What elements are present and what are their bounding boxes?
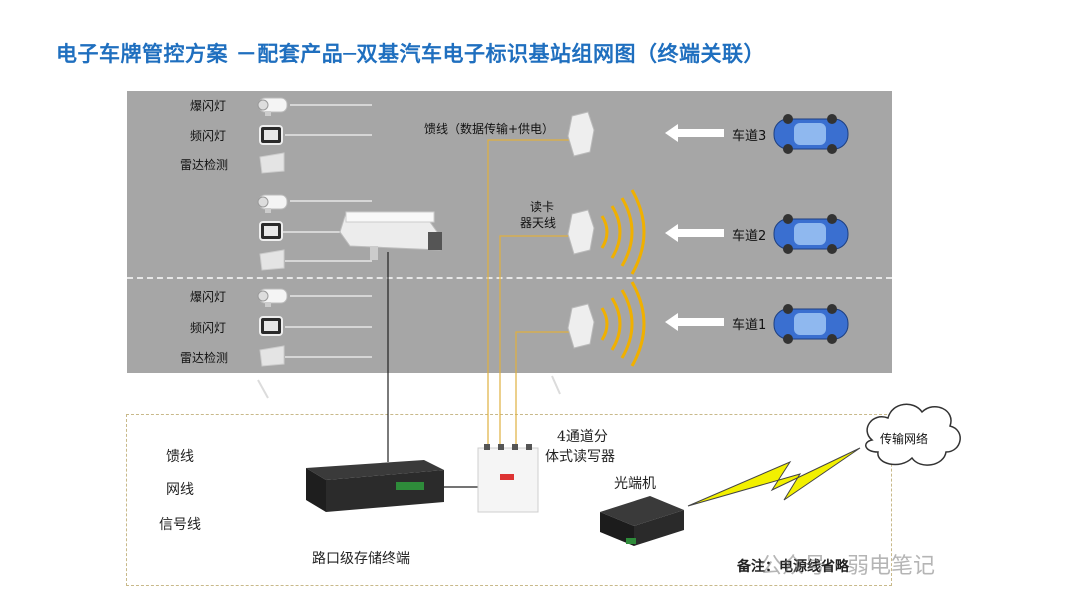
reader-label-line2: 体式读写器 [545,449,615,465]
signal-wave-icon [600,189,646,275]
antenna-label-line2: 器天线 [520,216,557,230]
lower-radar-label: 雷达检测 [180,351,229,365]
signal-wave-icon [600,281,646,367]
radar-detector-icon [259,249,285,271]
strobe-light-icon [259,316,283,336]
legend-signal: 信号线 [159,517,201,533]
strobe-light-icon [259,125,283,145]
radar-detector-icon [259,345,285,367]
antenna-icon [567,303,595,349]
reader-label-line1: 4通道分 [557,429,608,445]
upper-device-lines [280,104,372,358]
upper-flash-label: 爆闪灯 [190,99,227,113]
car-icon [773,214,849,254]
antenna-icon [567,111,595,157]
flash-light-icon [257,194,288,213]
page-title: 电子车牌管控方案 －配套产品─双基汽车电子标识基站组网图（终端关联） [56,42,765,66]
lower-flash-label: 爆闪灯 [190,290,227,304]
network-cloud-label: 传输网络 [880,432,929,446]
flash-light-icon [257,97,288,116]
car-icon [773,304,849,344]
upper-strobe-label: 频闪灯 [190,129,227,143]
car-icon [773,114,849,154]
road-area [127,91,892,373]
antenna-icon [567,209,595,255]
strobe-light-icon [259,221,283,241]
rfid-reader-icon [477,444,539,513]
device-area [126,414,892,586]
note-text: 备注：电源线省略 [737,559,849,575]
lightning-bolt-icon [687,447,861,507]
lane-2-label: 车道2 [732,229,767,244]
feeder-lines [487,139,578,448]
watermark: 公众号 · 弱电笔记 [760,554,935,579]
optical-label: 光端机 [614,476,656,492]
road-marks [257,375,561,399]
camera-icon [339,211,442,260]
legend-feeder: 馈线 [166,449,194,465]
legend-network: 网线 [166,482,194,498]
optical-transceiver-icon [600,496,684,546]
lane-3-label: 车道3 [732,129,767,144]
flash-light-icon [257,288,288,307]
feeder-label: 馈线（数据传输+供电） [424,122,555,136]
storage-terminal-icon [306,460,444,512]
lower-strobe-label: 频闪灯 [190,321,227,335]
lane-1-label: 车道1 [732,318,767,333]
cloud-icon [865,403,961,466]
radar-detector-icon [259,152,285,174]
storage-terminal-label: 路口级存储终端 [312,551,410,567]
upper-radar-label: 雷达检测 [180,158,229,172]
arrow-icon [665,124,724,331]
antenna-label-line1: 读卡 [530,200,555,214]
lane-divider [127,277,892,279]
